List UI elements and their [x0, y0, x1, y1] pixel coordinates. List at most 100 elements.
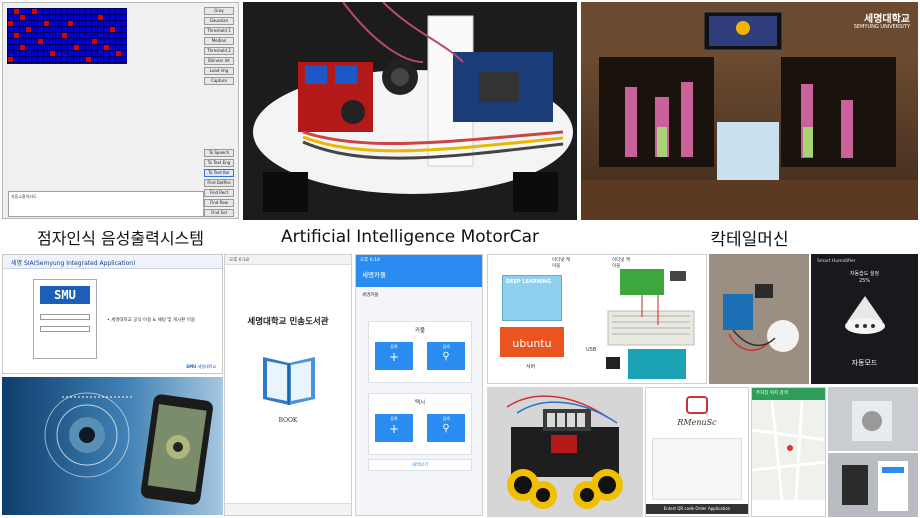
carpool-app-screen: 오후 6:18 세명카풀 세명카풀 카풀 등록 + 검색 ⚲ 택시 등록 + 검…	[355, 254, 483, 516]
register-button[interactable]: 등록 +	[375, 414, 413, 442]
book-icon	[263, 357, 315, 405]
deep-learning-book: DEEP LEARNING	[502, 275, 562, 321]
buttons-bottom-button[interactable]: To Speech	[204, 149, 234, 157]
carpool-header: 세명카풀	[362, 271, 386, 279]
ubuntu-logo: ubuntu	[500, 327, 564, 357]
search-icon: ⚲	[442, 423, 450, 434]
buttons-bottom-button[interactable]: Find Rect	[204, 189, 234, 197]
braille-dot	[116, 51, 121, 56]
braille-dot	[104, 45, 109, 50]
cocktail-machine-photo: 세명대학교 SEMYUNG UNIVERSITY	[581, 2, 918, 220]
buttons-top-button[interactable]: Median	[204, 37, 234, 45]
buttons-top-button[interactable]: Gray	[204, 7, 234, 15]
sia-login-box: SMU	[33, 279, 97, 359]
buttons-bottom-button[interactable]: Find Row	[204, 199, 234, 207]
buttons-top-button[interactable]: Capture	[204, 77, 234, 85]
library-title: 세명대학교 민송도서관	[247, 317, 329, 327]
braille-dot	[62, 33, 67, 38]
buttons-top-button[interactable]: Gaussian	[204, 17, 234, 25]
iris-scan-photo	[2, 377, 223, 515]
hardware-diagram	[606, 269, 695, 379]
mode-label[interactable]: 자동모드	[851, 359, 878, 367]
menu-logo-icon	[686, 396, 708, 414]
braille-dot	[68, 21, 73, 26]
braille-dot	[110, 27, 115, 32]
search-icon: ⚲	[442, 351, 450, 362]
deep-learning-diagram: DEEP LEARNING ubuntu 서버 USB 이더넷 케이블 이더넷 …	[487, 254, 707, 384]
menu-app-screen: RMenuSc Entert QR code Order Application	[645, 387, 749, 517]
sia-app-title: 세명 SIA(Semyung Integrated Application)	[11, 260, 136, 267]
output-textarea[interactable]: 자동소환이라도	[8, 191, 204, 217]
ethernet-label-2: 이더넷 케이블	[612, 258, 630, 269]
motorcar-photo	[243, 2, 577, 220]
map-view[interactable]	[752, 399, 826, 501]
buttons-bottom-button[interactable]: To Text Eng	[204, 159, 234, 167]
status-time: 오후 6:18	[229, 258, 249, 263]
buttons-bottom-button[interactable]: Find Sel	[204, 209, 234, 217]
book-label: BOOK	[278, 417, 298, 424]
buttons-bottom-button[interactable]: Find DotPos	[204, 179, 234, 187]
braille-dot	[38, 39, 43, 44]
buttons-top-button[interactable]: Threshold 1	[204, 27, 234, 35]
ethernet-label: 이더넷 케이블	[552, 258, 570, 269]
sia-password-field[interactable]	[40, 326, 90, 332]
server-label: 서버	[526, 364, 536, 370]
braille-dot	[14, 9, 19, 14]
braille-dot	[32, 9, 37, 14]
taxi-section: 택시 등록 + 검색 ⚲	[368, 393, 472, 455]
menu-footer: Entert QR code Order Application	[646, 504, 748, 514]
braille-dot	[20, 45, 25, 50]
device-photo-2	[828, 453, 918, 517]
braille-dot	[8, 21, 13, 26]
device-photo-1	[828, 387, 918, 451]
register-button[interactable]: 등록 +	[375, 342, 413, 370]
braille-dot	[44, 21, 49, 26]
sia-id-field[interactable]	[40, 314, 90, 320]
search-button[interactable]: 검색 ⚲	[427, 414, 465, 442]
search-button[interactable]: 검색 ⚲	[427, 342, 465, 370]
buttons-top-button[interactable]: Bilinear Int	[204, 57, 234, 65]
plus-icon: +	[388, 422, 400, 436]
parking-map-screen: 주차장 위치 검색	[751, 387, 826, 517]
braille-dot	[50, 51, 55, 56]
braille-dot-grid	[7, 8, 127, 64]
braille-dot	[74, 45, 79, 50]
braille-dot	[20, 15, 25, 20]
buttons-top-button[interactable]: Threshold 2	[204, 47, 234, 55]
carpool-section: 카풀 등록 + 검색 ⚲	[368, 321, 472, 383]
braille-dot	[92, 39, 97, 44]
buttons-bottom-button[interactable]: To Text Kor	[204, 169, 234, 177]
braille-dot	[8, 57, 13, 62]
buttons-top-button[interactable]: Load img	[204, 67, 234, 75]
braille-dot	[26, 27, 31, 32]
history-button[interactable]: 내역보기	[368, 459, 472, 471]
humidity-setting-label: 자동습도 설정	[849, 271, 880, 277]
braille-dot	[14, 33, 19, 38]
sia-footer-logo: SMU 세명대학교	[186, 364, 216, 369]
caption-motorcar: Artificial Intelligence MotorCar	[243, 222, 577, 252]
university-logo: 세명대학교 SEMYUNG UNIVERSITY	[853, 14, 910, 30]
carpool-user: 세명카풀	[362, 293, 379, 298]
plus-icon: +	[388, 350, 400, 364]
humidifier-hardware-photo	[709, 254, 809, 384]
humidity-value: 25%	[858, 278, 871, 284]
usb-label: USB	[586, 347, 597, 353]
sia-app-window: 세명 SIA(Semyung Integrated Application) S…	[2, 254, 223, 374]
library-app-screen: 오후 6:18 세명대학교 민송도서관 BOOK	[224, 254, 352, 516]
menu-title: RMenuSc	[677, 418, 717, 427]
map-header: 주차장 위치 검색	[752, 388, 825, 400]
sia-notice: • 세명대학교 공식 이용 & 채팅 및 게시판 이용	[107, 318, 195, 323]
humidifier-app-screen: Smart Humidifier 자동습도 설정 25% 자동모드	[811, 254, 918, 384]
robot-car-photo	[487, 387, 643, 517]
humidifier-header: Smart Humidifier	[817, 259, 856, 264]
humidifier-icon	[845, 296, 885, 334]
braille-dot	[86, 57, 91, 62]
status-time: 오후 6:18	[360, 258, 380, 263]
braille-dot	[98, 15, 103, 20]
caption-braille: 점자인식 음성출력시스템	[2, 222, 239, 252]
caption-cocktail: 칵테일머신	[581, 222, 918, 252]
smu-logo: SMU	[40, 286, 90, 304]
